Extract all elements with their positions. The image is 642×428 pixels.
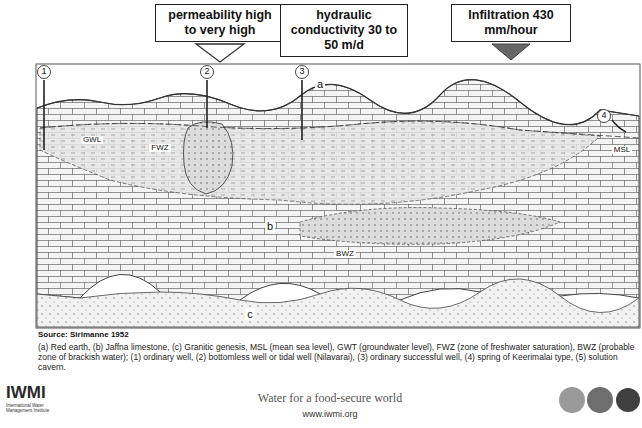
- zone-label: BWZ: [334, 250, 356, 259]
- callout-circle: [201, 66, 214, 79]
- property-box: Infiltration 430 mm/hour: [451, 4, 571, 42]
- well-line: [301, 80, 303, 140]
- spring-line: [612, 120, 626, 132]
- brackish-zone: [300, 208, 560, 245]
- well-line: [43, 80, 45, 150]
- well-line: [206, 80, 208, 128]
- property-box: hydraulic conductivity 30 to 50 m/d: [280, 4, 408, 57]
- footer-text: International Water Management Institute: [6, 404, 66, 414]
- groundwater-line: [40, 121, 639, 138]
- zone-label: a: [315, 78, 325, 90]
- logo-circle: [587, 387, 613, 413]
- footer-text: Source: Sirimanne 1952: [38, 331, 129, 340]
- callout-circle: [38, 66, 51, 79]
- footer-text: www.iwmi.org: [302, 410, 357, 420]
- callout-circle: [598, 110, 611, 123]
- zone-label: GWL: [81, 136, 103, 145]
- logo-circle: [559, 387, 585, 413]
- ground-surface: [37, 80, 639, 125]
- callout-number: 1: [41, 67, 46, 77]
- zone-label: MSL: [612, 146, 632, 155]
- filled-arrow: [492, 44, 530, 60]
- property-text: Infiltration 430 mm/hour: [460, 8, 562, 38]
- freshwater-zone: [40, 121, 600, 204]
- section-frame: [36, 64, 640, 328]
- solution-cavern: [184, 122, 233, 194]
- outline-arrow: [196, 44, 244, 62]
- property-box: permeability high to very high: [155, 4, 285, 42]
- zone-label: FWZ: [149, 144, 170, 153]
- limestone-layer: [37, 80, 639, 314]
- property-text: hydraulic conductivity 30 to 50 m/d: [289, 8, 399, 53]
- footer-text: IWMI: [6, 384, 46, 403]
- zone-label: b: [265, 220, 275, 232]
- logo-circle: [616, 388, 640, 412]
- callout-number: 2: [204, 67, 209, 77]
- callout-number: 4: [601, 111, 606, 121]
- zone-label: c: [245, 308, 255, 320]
- footer-text: Water for a food-secure world: [258, 392, 402, 405]
- callout-number: 3: [299, 67, 304, 77]
- figure-caption: (a) Red earth, (b) Jaffna limestone, (c)…: [38, 342, 638, 372]
- callout-circle: [296, 66, 309, 79]
- granite-layer: [37, 279, 639, 327]
- property-text: permeability high to very high: [164, 8, 276, 38]
